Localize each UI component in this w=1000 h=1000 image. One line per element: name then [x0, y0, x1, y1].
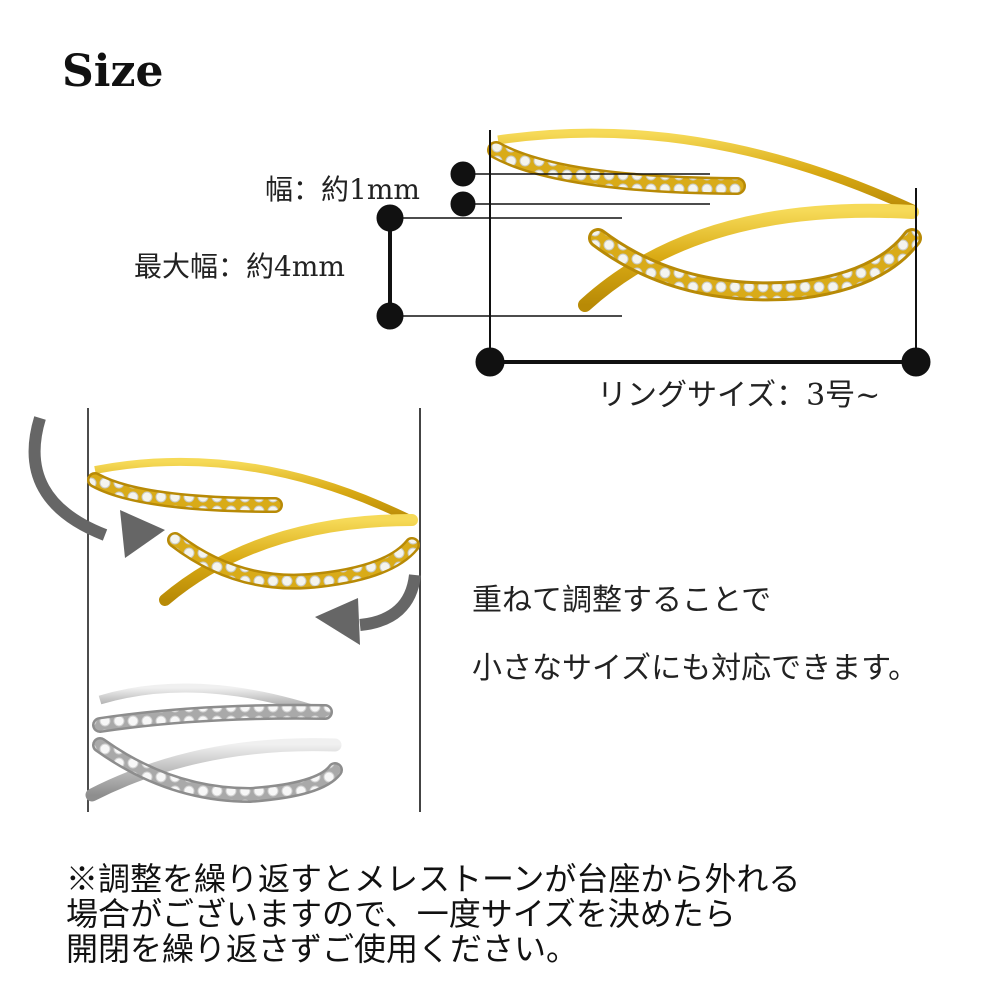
description-line-1: 重ねて調整することで	[472, 583, 772, 618]
description-line-2: 小さなサイズにも対応できます。	[472, 651, 919, 686]
rotate-arrow-icons	[28, 416, 421, 645]
width-label: 幅：約1mm	[265, 173, 420, 206]
caution-note: ※調整を繰り返すとメレストーンが台座から外れる 場合がございますので、一度サイズ…	[66, 862, 800, 967]
top-ring-image	[487, 128, 922, 312]
note-line-2: 場合がございますので、一度サイズを決めたら	[66, 895, 736, 933]
ring-size-label: リングサイズ：3号~	[597, 378, 881, 413]
page-title: Size	[62, 46, 164, 97]
dimension-lines	[376, 130, 931, 377]
adjust-ring-gold-image	[87, 457, 420, 606]
note-line-1: ※調整を繰り返すとメレストーンが台座から外れる	[66, 860, 801, 898]
note-line-3: 開閉を繰り返さずご使用ください。	[66, 930, 579, 968]
adjust-ring-silver-image	[85, 683, 343, 804]
max-width-label: 最大幅：約4mm	[134, 250, 345, 283]
